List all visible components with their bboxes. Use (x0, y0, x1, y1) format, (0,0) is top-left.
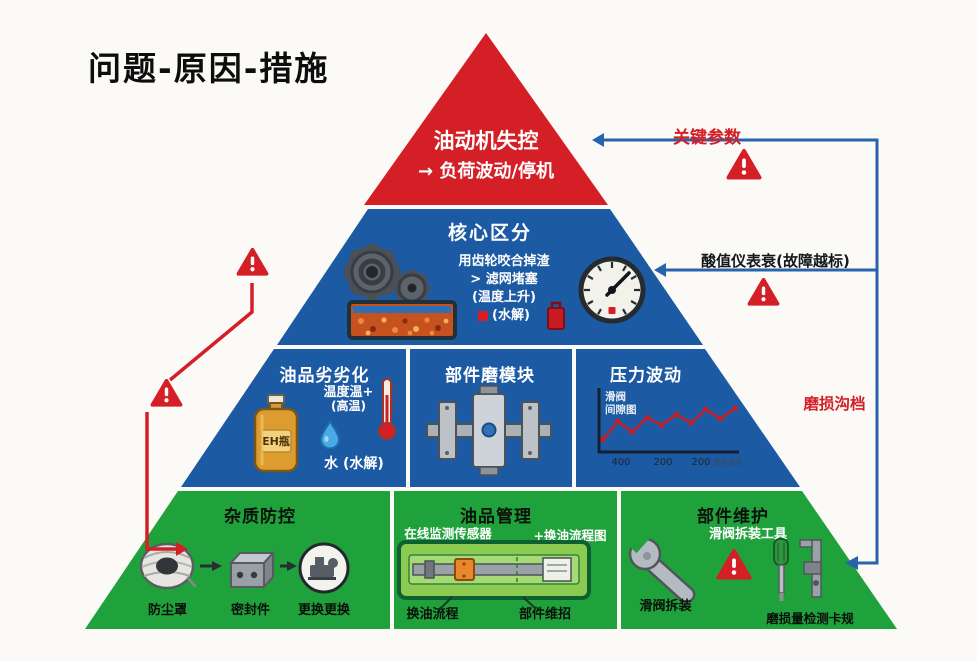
core-text: 用齿轮咬合掉渣 > 滤网堵塞 (温度上升) (水解) (429, 253, 579, 325)
pressure-chart: 滑阀 间隙图 400 200 200 磨损趋势 (597, 388, 743, 468)
chart-label-line1: 滑阀 (605, 390, 626, 403)
warning-icon (150, 378, 183, 407)
chart-tick-note: 磨损趋势 (713, 457, 743, 467)
warning-icon (726, 149, 762, 180)
flow-chart-label: +换油流程图 (533, 528, 607, 543)
sensor-label: 在线监测传感器 (404, 526, 492, 541)
warning-icon (747, 277, 780, 306)
chart-tick-3: 200 (691, 457, 710, 468)
replace-pump-icon (298, 542, 350, 594)
core-line-4: (水解) (429, 307, 579, 325)
hydrolysis-marker-icon (478, 310, 489, 321)
temp-sub-label: (高温) (331, 399, 366, 413)
thermometer-icon (378, 378, 396, 440)
core-line-2: > 滤网堵塞 (470, 272, 538, 287)
core-line-1: 用齿轮咬合掉渣 (458, 254, 550, 269)
section-divider (390, 491, 394, 629)
pyramid-level-causes: 油品劣劣化 温度温+ (高温) EH瓶 水 (水解) 部件磨模块 (181, 349, 800, 487)
warning-icon (716, 549, 752, 580)
measure-oil-mgmt-title: 油品管理 (460, 507, 532, 527)
impurity-label-1: 防尘罩 (147, 603, 187, 618)
pyramid-level-measures: 杂质防控 防尘罩 密封件 更换更换 油品管理 在线监测传感器 (85, 491, 897, 629)
pyramid-level-core: 核心区分 用齿轮咬合掉渣 > (277, 209, 703, 345)
oil-mgmt-label-left: 换油流程 (406, 607, 459, 622)
screwdriver-caliper-icon (773, 538, 822, 601)
gears-icon (343, 243, 431, 307)
section-divider (406, 349, 410, 487)
sludge-container-icon (347, 300, 457, 340)
warning-icon (236, 247, 269, 276)
oil-canister-icon (547, 301, 565, 330)
chart-tick-1: 400 (611, 457, 630, 468)
cause-oil-degradation-title: 油品劣劣化 (279, 366, 370, 386)
cause-part-wear-title: 部件磨模块 (445, 366, 535, 386)
callout-key-params: 关键参数 (673, 128, 741, 148)
pressure-gauge-icon (578, 256, 646, 324)
section-divider (572, 349, 576, 487)
page-title: 问题-原因-措施 (88, 49, 330, 88)
problem-line-1: 油动机失控 (433, 129, 539, 153)
oil-management-illustration (397, 540, 591, 600)
water-label: 水 (水解) (324, 456, 384, 472)
eh-oil-bottle-icon: EH瓶 (253, 394, 299, 473)
temp-label: 温度温+ (323, 385, 374, 400)
valve-part-icon (426, 385, 552, 476)
measure-impurity-title: 杂质防控 (224, 507, 296, 527)
impurity-label-3: 更换更换 (297, 603, 350, 618)
impurity-label-2: 密封件 (230, 603, 270, 618)
seal-block-icon (228, 550, 276, 590)
problem-line-2: → 负荷波动/停机 (418, 161, 554, 182)
dust-cover-coil-icon (139, 542, 196, 590)
core-title: 核心区分 (447, 222, 532, 244)
core-line-3: (温度上升) (472, 290, 536, 305)
chart-tick-2: 200 (653, 457, 672, 468)
callout-wear-groove: 磨损沟档 (803, 395, 866, 413)
maintenance-label-left: 滑阀拆装 (639, 599, 692, 614)
oil-mgmt-label-right: 部件维招 (518, 607, 571, 622)
chart-label-line2: 间隙图 (605, 403, 637, 416)
water-drop-icon (319, 419, 341, 449)
pyramid-level-problem: 油动机失控 → 负荷波动/停机 (364, 33, 608, 205)
callout-acid-meter: 酸值仪表衰(故障越标) (701, 252, 850, 270)
core-line-4-text: (水解) (492, 308, 530, 323)
maintenance-label-right: 磨损量检测卡规 (766, 611, 854, 626)
bottle-label: EH瓶 (262, 434, 290, 448)
